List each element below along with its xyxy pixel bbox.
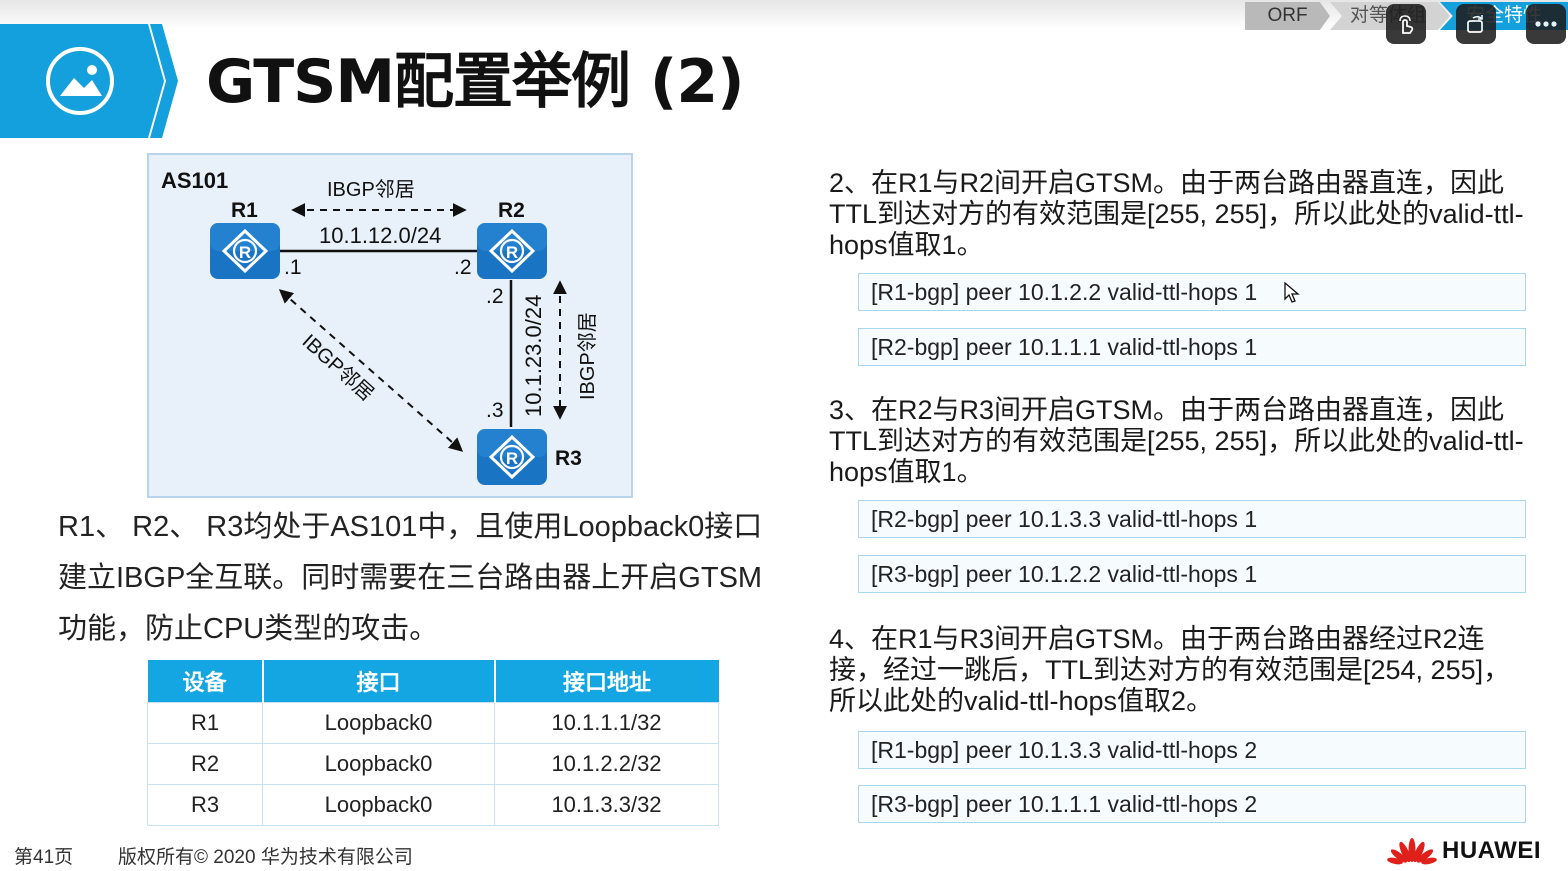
table-row: R2 Loopback0 10.1.2.2/32 — [147, 743, 719, 785]
huawei-flower-icon — [1387, 838, 1437, 865]
table-header-device: 设备 — [147, 660, 264, 703]
scenario-description: R1、 R2、 R3均处于AS101中，且使用Loopback0接口建立IBGP… — [58, 511, 763, 645]
table-cell: Loopback0 — [262, 702, 495, 744]
ibgp-label-diagonal: IBGP邻居 — [298, 330, 379, 406]
table-cell: 10.1.2.2/32 — [494, 743, 719, 785]
touch-gesture-button[interactable] — [1386, 4, 1426, 44]
step-3-text: 3、在R2与R3间开启GTSM。由于两台路由器直连，因此TTL到达对方的有效范围… — [829, 395, 1524, 487]
touch-gesture-icon — [1399, 15, 1414, 34]
command-box[interactable]: [R2-bgp] peer 10.1.3.3 valid-ttl-hops 1 — [858, 500, 1526, 538]
table-row: R1 Loopback0 10.1.1.1/32 — [147, 702, 719, 744]
as-label: AS101 — [161, 168, 228, 193]
more-options-button[interactable] — [1526, 4, 1566, 44]
picture-icon — [46, 47, 114, 115]
table-cell: 10.1.3.3/32 — [494, 784, 719, 826]
command-box[interactable]: [R3-bgp] peer 10.1.1.1 valid-ttl-hops 2 — [858, 785, 1526, 823]
copyright-text: 版权所有© 2020 华为技术有限公司 — [118, 847, 413, 868]
network-topology-diagram: AS101 R1 R2 R3 IBGP邻居 10.1.12.0/24 .1 .2… — [147, 153, 633, 498]
ibgp-arrow-r1-r3 — [278, 289, 464, 452]
router-r3-label: R3 — [555, 447, 582, 470]
ibgp-label-right: IBGP邻居 — [576, 312, 599, 400]
table-cell: R1 — [147, 702, 263, 744]
command-box[interactable]: [R1-bgp] peer 10.1.2.2 valid-ttl-hops 1 — [858, 273, 1526, 311]
breadcrumb-item-orf[interactable]: ORF — [1245, 2, 1330, 30]
port-r3: .3 — [486, 399, 504, 422]
brand-name: HUAWEI — [1442, 837, 1541, 864]
router-r1-glyph: R — [239, 243, 251, 262]
router-r2-label: R2 — [498, 199, 525, 222]
table-header-interface: 接口 — [262, 660, 496, 703]
page-number: 第41页 — [14, 847, 74, 868]
subnet-r2-r3: 10.1.23.0/24 — [521, 295, 546, 417]
more-options-icon — [1535, 21, 1557, 27]
mouse-pointer-icon — [1284, 282, 1300, 303]
command-box[interactable]: [R1-bgp] peer 10.1.3.3 valid-ttl-hops 2 — [858, 731, 1526, 769]
command-box[interactable]: [R3-bgp] peer 10.1.2.2 valid-ttl-hops 1 — [858, 555, 1526, 593]
port-r2-down: .2 — [486, 285, 504, 308]
port-r1: .1 — [284, 256, 302, 279]
interface-table: 设备 接口 接口地址 R1 Loopback0 10.1.1.1/32 R2 L… — [147, 660, 719, 826]
router-r3-glyph: R — [506, 449, 518, 468]
table-cell: R3 — [147, 784, 263, 826]
table-row: R3 Loopback0 10.1.3.3/32 — [147, 784, 719, 826]
header-chevron — [0, 24, 178, 138]
table-cell: Loopback0 — [262, 784, 495, 826]
huawei-logo: HUAWEI — [1386, 836, 1541, 866]
command-box[interactable]: [R2-bgp] peer 10.1.1.1 valid-ttl-hops 1 — [858, 328, 1526, 366]
rotate-screen-icon — [1467, 15, 1483, 33]
step-4-text: 4、在R1与R3间开启GTSM。由于两台路由器经过R2连接，经过一跳后，TTL到… — [829, 624, 1511, 716]
slide-title: GTSM配置举例 (2) — [206, 47, 745, 117]
table-cell: Loopback0 — [262, 743, 495, 785]
table-cell: 10.1.1.1/32 — [494, 702, 719, 744]
subnet-r1-r2: 10.1.12.0/24 — [319, 223, 441, 248]
table-header-address: 接口地址 — [494, 660, 719, 703]
router-r1-label: R1 — [231, 199, 258, 222]
step-2-text: 2、在R1与R2间开启GTSM。由于两台路由器直连，因此TTL到达对方的有效范围… — [829, 168, 1524, 260]
router-r2-glyph: R — [506, 243, 518, 262]
ibgp-label-top: IBGP邻居 — [327, 178, 415, 201]
rotate-screen-button[interactable] — [1456, 4, 1496, 44]
port-r2-left: .2 — [454, 256, 472, 279]
table-header-row: 设备 接口 接口地址 — [147, 660, 719, 703]
table-cell: R2 — [147, 743, 263, 785]
